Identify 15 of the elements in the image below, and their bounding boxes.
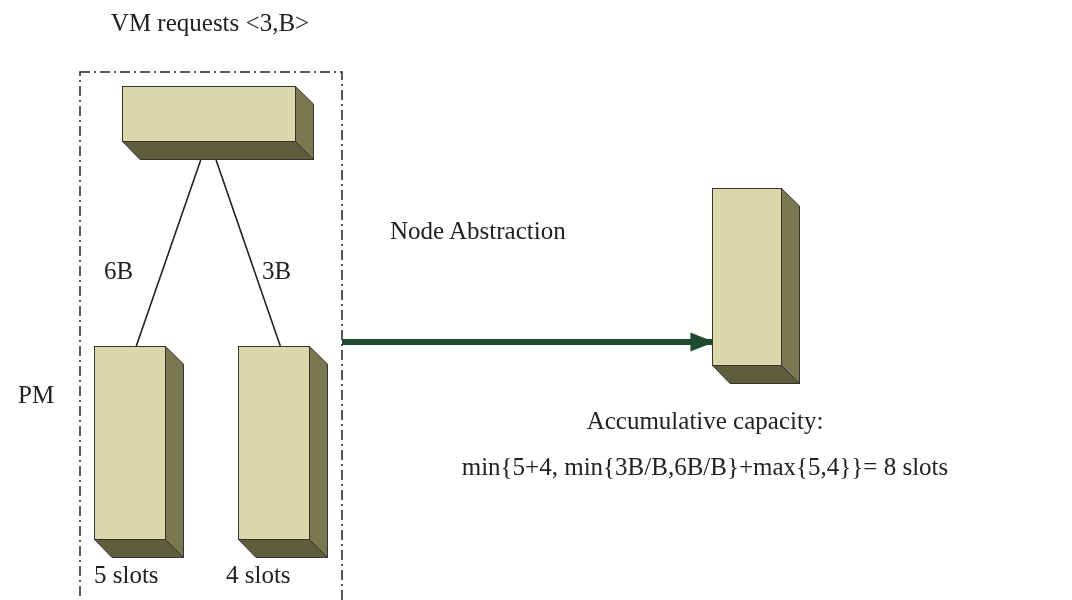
group-title: VM requests <3,B> — [109, 8, 311, 38]
caption-text: Accumulative capacity: — [585, 406, 825, 436]
caption-text: 5 slots — [94, 560, 159, 590]
block-drawing — [94, 346, 184, 558]
edge-label: 3B — [262, 256, 292, 286]
block-drawing — [712, 188, 800, 384]
edge-label: 6B — [104, 256, 134, 286]
block-drawing — [122, 86, 314, 160]
caption-text: min{5+4, min{3B/B,6B/B}+max{5,4}}= 8 slots — [460, 452, 950, 482]
part-label: PM — [18, 380, 55, 410]
block-drawing — [238, 346, 328, 558]
line — [135, 159, 202, 347]
edge-label: Node Abstraction — [390, 216, 566, 246]
caption-text: 4 slots — [226, 560, 291, 590]
line — [215, 159, 282, 347]
